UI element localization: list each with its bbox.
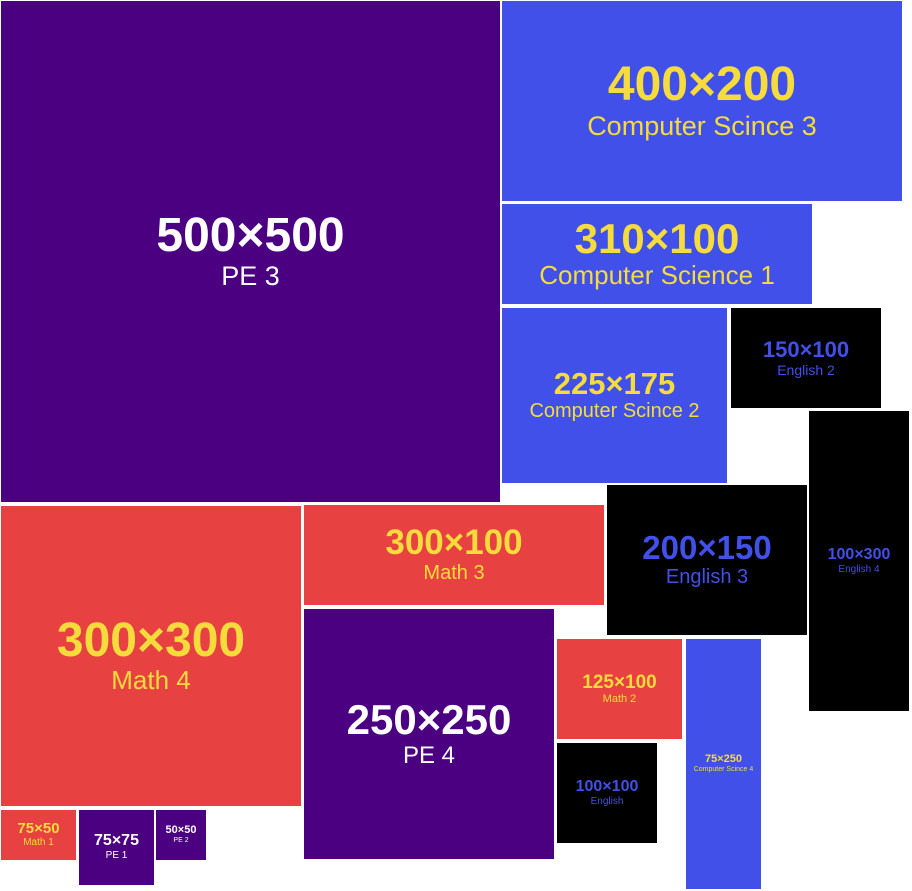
tile-label: Math 1 (23, 837, 54, 849)
tile-label: English 2 (777, 361, 835, 378)
tile-dimension: 310×100 (574, 215, 740, 262)
tile-dimension: 100×100 (575, 777, 639, 795)
tile-dimension: 225×175 (553, 365, 676, 401)
tile-dimension: 400×200 (607, 58, 797, 112)
tile-computer-science-2: 225×175 Computer Scince 2 (502, 308, 727, 483)
tile-dimension: 50×50 (165, 824, 197, 837)
tile-dimension: 150×100 (762, 337, 850, 363)
tile-label: PE 4 (402, 742, 456, 770)
tile-pe-2: 50×50 PE 2 (156, 810, 206, 860)
tile-label: Computer Scince 3 (587, 110, 817, 141)
tile-label: Computer Scince 4 (693, 765, 754, 773)
tile-computer-science-3: 400×200 Computer Scince 3 (502, 1, 902, 201)
tile-pe-4: 250×250 PE 4 (304, 609, 554, 859)
tile-label: PE 3 (221, 261, 280, 292)
tile-english-4: 100×300 English 4 (809, 411, 909, 711)
tile-pe-1: 75×75 PE 1 (79, 810, 154, 885)
tile-label: PE 1 (105, 850, 128, 862)
tile-label: PE 2 (173, 836, 189, 844)
tile-dimension: 100×300 (827, 545, 891, 563)
tile-label: English 4 (838, 563, 880, 575)
tile-computer-science-4: 75×250 Computer Scince 4 (686, 639, 761, 889)
tile-label: Math 4 (111, 665, 191, 696)
tile-dimension: 75×50 (17, 820, 60, 838)
tile-label: Math 3 (423, 561, 485, 584)
tile-dimension: 125×100 (582, 671, 657, 693)
tile-dimension: 75×250 (704, 753, 742, 766)
tile-english-1: 100×100 English (557, 743, 657, 843)
tile-dimension: 250×250 (346, 696, 512, 744)
tile-dimension: 75×75 (94, 832, 139, 850)
tile-math-2: 125×100 Math 2 (557, 639, 682, 739)
tile-math-4: 300×300 Math 4 (1, 506, 301, 806)
tile-computer-science-1: 310×100 Computer Science 1 (502, 204, 812, 304)
tile-english-3: 200×150 English 3 (607, 485, 807, 635)
tile-dimension: 200×150 (642, 529, 772, 567)
tile-math-3: 300×100 Math 3 (304, 505, 604, 605)
tile-dimension: 300×100 (385, 523, 523, 563)
tile-label: Computer Science 1 (539, 260, 775, 291)
tile-label: English 3 (665, 565, 749, 588)
tile-pe-3: 500×500 PE 3 (1, 1, 500, 502)
tile-label: Math 2 (602, 692, 637, 705)
tile-math-1: 75×50 Math 1 (1, 810, 76, 860)
tile-label: English (590, 795, 624, 807)
tile-dimension: 500×500 (156, 208, 345, 262)
tile-label: Computer Scince 2 (529, 400, 700, 423)
tile-english-2: 150×100 English 2 (731, 308, 881, 408)
tile-dimension: 300×300 (56, 613, 246, 667)
